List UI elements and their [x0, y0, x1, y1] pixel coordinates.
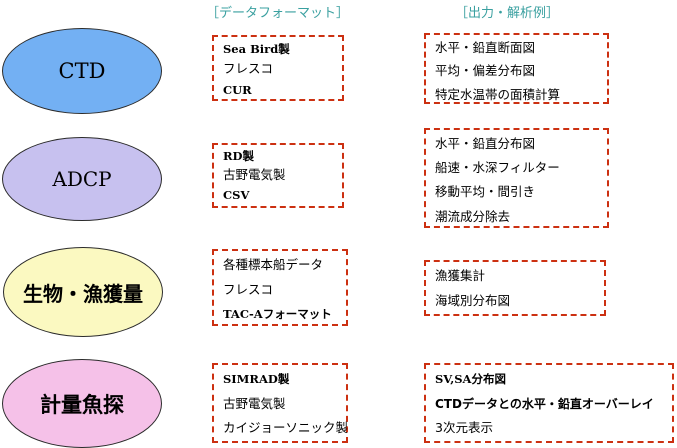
format-box-adcp: RD製 古野電気製 CSV [212, 143, 344, 208]
format-item: CSV [223, 188, 250, 202]
output-box-ctd: 水平・鉛直断面図 平均・偏差分布図 特定水温帯の面積計算 [424, 33, 609, 104]
output-item: 漁獲集計 [435, 268, 486, 283]
category-echo-sounder: 計量魚探 [2, 359, 162, 448]
output-box-echo-sounder: SV,SA分布図 CTDデータとの水平・鉛直オーバーレイ 3次元表示 [424, 363, 674, 443]
category-bio-catch: 生物・漁獲量 [3, 247, 163, 337]
output-item: 水平・鉛直断面図 [435, 40, 536, 55]
format-item: フレスコ [223, 61, 274, 76]
output-column-header: ［出力・解析例］ [455, 6, 560, 21]
format-item: RD製 [223, 149, 255, 163]
category-label: CTD [58, 59, 106, 83]
category-label: 生物・漁獲量 [23, 281, 143, 306]
format-item: フレスコ [223, 282, 274, 297]
format-box-ctd: Sea Bird製 フレスコ CUR [212, 35, 344, 101]
format-item: カイジョーソニック製 [223, 420, 349, 435]
format-item: Sea Bird製 [223, 42, 290, 56]
format-column-header: ［データフォーマット］ [206, 6, 350, 21]
output-item: 水平・鉛直分布図 [435, 136, 536, 151]
category-adcp: ADCP [2, 137, 162, 221]
output-item: 平均・偏差分布図 [435, 63, 536, 78]
category-label: ADCP [52, 167, 112, 191]
format-item: SIMRAD製 [223, 372, 290, 386]
output-item: 特定水温帯の面積計算 [435, 87, 561, 102]
output-item: CTDデータとの水平・鉛直オーバーレイ [435, 397, 654, 411]
format-box-echo-sounder: SIMRAD製 古野電気製 カイジョーソニック製 [212, 363, 348, 443]
format-box-bio-catch: 各種標本船データ フレスコ TAC-Aフォーマット [212, 249, 348, 326]
format-item: 古野電気製 [223, 396, 286, 411]
category-label: 計量魚探 [40, 392, 124, 417]
output-item: 移動平均・間引き [435, 184, 536, 199]
format-item: 古野電気製 [223, 167, 286, 182]
output-box-adcp: 水平・鉛直分布図 船速・水深フィルター 移動平均・間引き 潮流成分除去 [424, 128, 609, 228]
output-item: 3次元表示 [435, 420, 493, 435]
output-item: SV,SA分布図 [435, 372, 506, 386]
output-item: 潮流成分除去 [435, 209, 511, 224]
output-item: 船速・水深フィルター [435, 160, 560, 175]
format-item: 各種標本船データ [223, 257, 324, 272]
format-item: CUR [223, 83, 252, 97]
output-item: 海域別分布図 [435, 293, 511, 308]
output-box-bio-catch: 漁獲集計 海域別分布図 [424, 260, 606, 316]
format-item: TAC-Aフォーマット [223, 307, 332, 321]
category-ctd: CTD [2, 28, 162, 114]
